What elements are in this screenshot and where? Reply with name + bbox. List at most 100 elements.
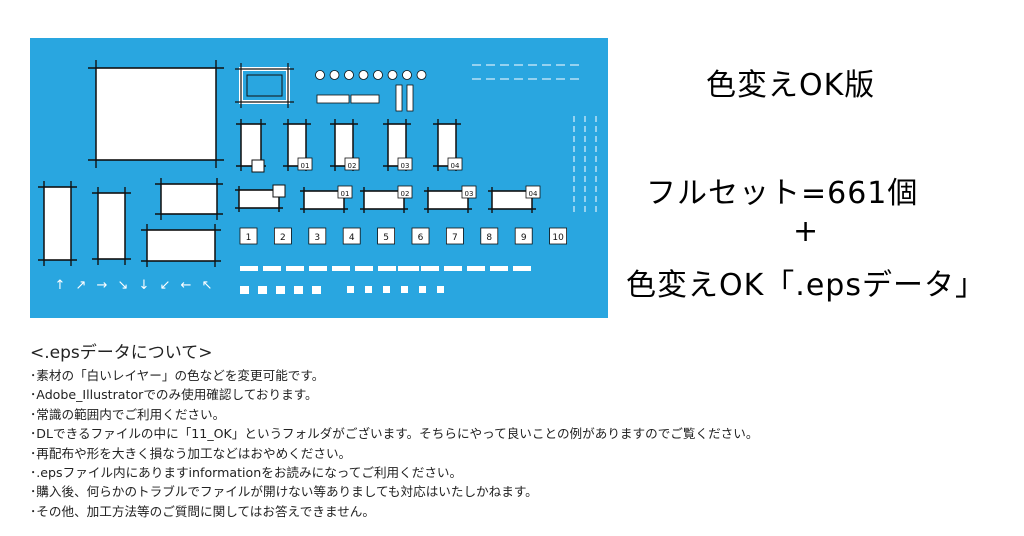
star-icon [387, 70, 398, 80]
mini-icon-box [240, 286, 249, 294]
note-item: ･.epsファイル内にありますinformationをお読みになってご利用くださ… [30, 465, 463, 481]
arrow-down-right-icon: ↘ [118, 278, 129, 293]
mini-label [513, 266, 531, 271]
eps-data-label: 色変えOK「.epsデータ」 [626, 268, 986, 303]
mini-label [355, 266, 373, 271]
number-box-label: 1 [246, 233, 252, 243]
about-eps-heading: <.epsデータについて> [30, 343, 213, 363]
numbered-wide-tag-label: 04 [529, 190, 538, 198]
number-box-label: 7 [452, 233, 458, 243]
mini-label [332, 266, 350, 271]
mini-label [398, 266, 416, 271]
number-box [445, 227, 464, 245]
tall-frame [97, 192, 126, 260]
number-box-label: 10 [552, 233, 564, 243]
note-item: ･常識の範囲内でご利用ください。 [30, 406, 226, 422]
numbered-tag-label: 02 [348, 162, 357, 170]
number-box [308, 227, 327, 245]
number-box [514, 227, 533, 245]
note-item: ･購入後、何らかのトラブルでファイルが開けない等ありましても対応はいたしかねます… [30, 484, 538, 500]
note-item: ･DLできるファイルの中に「11_OK」というフォルダがございます。そちらにやっ… [30, 426, 759, 442]
numbered-tag-box [397, 157, 413, 171]
number-box-label: 6 [418, 233, 424, 243]
number-box-label: 9 [521, 233, 527, 243]
ribbon-label [316, 94, 350, 104]
mini-label [240, 266, 258, 271]
mini-label [263, 266, 281, 271]
numbered-wide-tag-label: 03 [465, 190, 474, 198]
mini-icon-box [294, 286, 303, 294]
mini-label [421, 266, 439, 271]
heart-icon [402, 70, 412, 80]
number-box [342, 227, 361, 245]
numbered-wide-tag-box [461, 185, 477, 199]
double-border-frame [246, 74, 283, 97]
mini-icon-box [365, 286, 372, 293]
number-box [377, 227, 396, 245]
key-icon [315, 70, 325, 80]
numbered-wide-tag-box [337, 185, 353, 199]
large-frame [95, 67, 217, 161]
ribbon-label [350, 94, 380, 104]
note-item: ･Adobe_Illustratorでのみ使用確認しております。 [30, 387, 318, 403]
number-box [411, 227, 430, 245]
wide-frame [160, 183, 218, 215]
mail-icon [358, 70, 369, 80]
arrow-down-left-icon: ↙ [160, 278, 171, 293]
mini-label [490, 266, 508, 271]
note-item: ･素材の「白いレイヤー」の色などを変更可能です。 [30, 368, 325, 383]
numbered-tag-box [297, 157, 313, 171]
number-box-label: 2 [280, 233, 286, 243]
mini-icon-box [419, 286, 426, 293]
mini-icon-box [437, 286, 444, 293]
mini-icon-box [258, 286, 267, 294]
arrow-left-icon: ← [181, 278, 192, 293]
number-box-label: 3 [314, 233, 320, 243]
arrow-right-icon: → [97, 278, 108, 293]
fullset-count: フルセット=661個 [646, 176, 919, 211]
tag-corner [251, 159, 265, 173]
numbered-wide-tag-box [525, 185, 541, 199]
mini-icon-box [383, 286, 390, 293]
pin-icon [329, 70, 340, 80]
number-box-label: 5 [383, 233, 389, 243]
mini-icon-box [347, 286, 354, 293]
ribbon-vertical [395, 84, 403, 112]
number-box [239, 227, 258, 245]
open-mail-icon [373, 70, 383, 80]
numbered-tag-box [447, 157, 463, 171]
mini-icon-box [401, 286, 408, 293]
arrow-up-right-icon: ↗ [76, 278, 87, 293]
mini-label [444, 266, 462, 271]
numbered-wide-tag-label: 02 [401, 190, 410, 198]
arrow-up-left-icon: ↖ [202, 278, 213, 293]
numbered-wide-tag-box [397, 185, 413, 199]
number-box [549, 227, 567, 245]
arrow-down-icon: ↓ [139, 278, 150, 293]
tag-corner [272, 184, 286, 198]
mini-icon-box [312, 286, 321, 294]
plus-sign: + [793, 214, 820, 249]
number-box-label: 8 [486, 233, 492, 243]
tall-frame [43, 186, 72, 261]
mini-label [309, 266, 327, 271]
mini-label [467, 266, 485, 271]
numbered-tag-label: 03 [401, 162, 410, 170]
tag-icon [416, 70, 427, 80]
numbered-tag-label: 01 [301, 162, 310, 170]
note-item: ･その他、加工方法等のご質問に関してはお答えできません。 [30, 503, 375, 519]
mini-label [286, 266, 304, 271]
number-box [273, 227, 292, 245]
lightbulb-icon [344, 70, 354, 80]
numbered-tag-label: 04 [451, 162, 460, 170]
mini-icon-box [276, 286, 285, 294]
arrow-up-icon: ↑ [55, 278, 66, 293]
double-border-frame [239, 67, 290, 104]
edition-title: 色変えOK版 [706, 68, 876, 103]
note-item: ･再配布や形を大きく損なう加工などはおやめください。 [30, 445, 352, 461]
numbered-tag-box [344, 157, 360, 171]
ribbon-vertical [406, 84, 414, 112]
number-box [480, 227, 499, 245]
